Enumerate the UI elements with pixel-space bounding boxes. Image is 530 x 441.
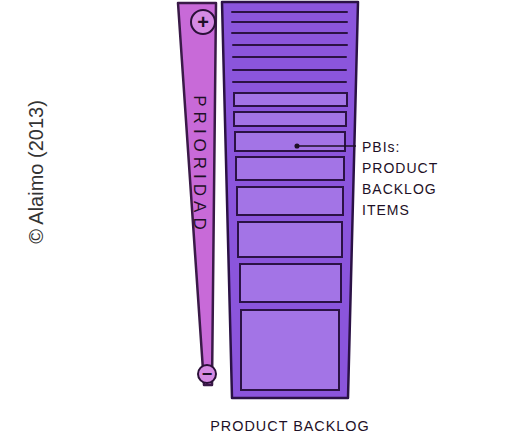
product-backlog-column-shape xyxy=(222,2,358,398)
pbi-callout: PBIs: PRODUCT BACKLOG ITEMS xyxy=(362,137,457,221)
product-backlog-column-outline xyxy=(220,0,360,441)
backlog-title: PRODUCT BACKLOG xyxy=(210,419,369,433)
minus-sign: − xyxy=(202,365,213,383)
product-backlog-column: PRODUCT BACKLOG xyxy=(220,0,360,441)
copyright-note: © Alaimo (2013) xyxy=(24,100,48,244)
priority-wedge: + PRIORIDAD − xyxy=(172,0,220,392)
plus-sign: + xyxy=(197,12,209,32)
priority-wedge-shape xyxy=(178,3,216,385)
priority-label: PRIORIDAD xyxy=(191,95,208,234)
